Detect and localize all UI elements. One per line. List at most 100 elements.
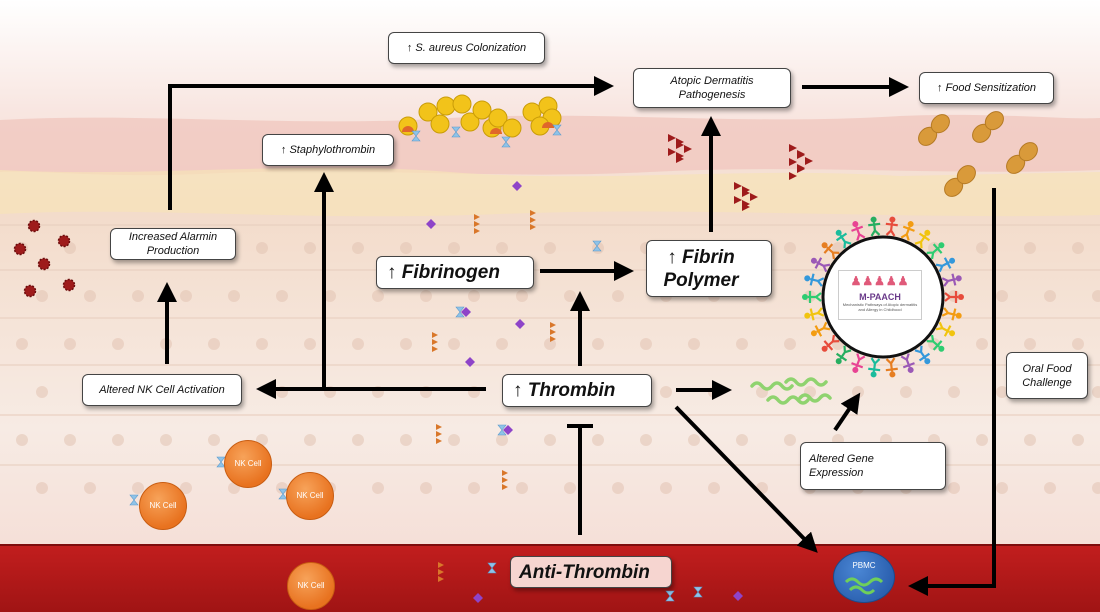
person-icon — [821, 242, 840, 260]
person-body — [926, 334, 943, 351]
cell-nucleus — [640, 434, 652, 446]
fibrinogen-icon — [474, 221, 480, 227]
peanut-shell — [984, 111, 1004, 131]
person-head — [870, 216, 877, 223]
alarmin-icon — [37, 257, 51, 271]
fibrinogen-icon — [432, 339, 438, 345]
cell-nucleus — [976, 242, 988, 254]
thrombin-label: ↑ Thrombin — [513, 380, 616, 401]
thrombin-icon — [487, 562, 497, 574]
cell-nucleus — [84, 482, 96, 494]
person-body — [944, 291, 958, 303]
thrombin-icon — [665, 590, 675, 602]
nk-cell-label: NK Cell — [149, 501, 177, 510]
antithrombin-icon — [465, 357, 475, 367]
cell-nucleus — [612, 482, 624, 494]
cell-nucleus — [324, 290, 336, 302]
fibrinogen-icon — [438, 569, 444, 575]
cell-nucleus — [1072, 338, 1084, 350]
thrombin-icon — [501, 136, 511, 148]
cell-nucleus — [736, 338, 748, 350]
fibrinogen-box: ↑ Fibrinogen — [376, 256, 534, 289]
cell-nucleus — [736, 434, 748, 446]
cell-nucleus — [208, 338, 220, 350]
cell-nucleus — [468, 290, 480, 302]
fibrinogen-icon — [550, 336, 556, 342]
fibrin-icon — [797, 164, 805, 172]
cell-nucleus — [276, 290, 288, 302]
alarmin-icon — [57, 234, 71, 248]
cell-nucleus — [304, 434, 316, 446]
person-icon — [885, 216, 898, 237]
staphylocoagulase-icon — [542, 122, 554, 128]
fibrin-icon — [668, 148, 676, 156]
pbmc-label: PBMC — [852, 561, 876, 570]
cell-nucleus — [996, 482, 1008, 494]
person-head — [924, 229, 931, 236]
fibrin-icon — [750, 193, 758, 201]
cell-nucleus — [1092, 482, 1100, 494]
logo-subtitle: Mechanistic Pathways of Atopic dermatiti… — [842, 302, 918, 312]
fibrinogen-icon — [436, 431, 442, 437]
cell-nucleus — [660, 482, 672, 494]
cell-nucleus — [132, 290, 144, 302]
cell-nucleus — [688, 338, 700, 350]
cell-nucleus — [900, 386, 912, 398]
cell-nucleus — [36, 290, 48, 302]
cell-nucleus — [784, 242, 796, 254]
cell-nucleus — [976, 434, 988, 446]
cell-nucleus — [784, 434, 796, 446]
person-head — [804, 275, 811, 282]
fibrin-icon — [742, 200, 750, 208]
thrombin-icon — [278, 488, 288, 500]
staphylothrombin-box: ↑ Staphylothrombin — [262, 134, 394, 166]
person-body — [809, 273, 825, 287]
atopic-dermatitis-box: Atopic Dermatitis Pathogenesis — [633, 68, 791, 108]
fibrinogen-icon — [502, 477, 508, 483]
alarmin-icon — [62, 278, 76, 292]
person-head — [810, 330, 817, 337]
staph-aureus-bacterium — [452, 94, 472, 114]
person-head — [889, 371, 896, 378]
fibrinogen-icon — [550, 322, 556, 328]
nk-cell-label: NK Cell — [297, 581, 325, 590]
person-head — [955, 275, 962, 282]
alarmin-icon — [27, 219, 41, 233]
cell-nucleus — [496, 434, 508, 446]
person-head — [907, 221, 914, 228]
cell-nucleus — [1024, 242, 1036, 254]
cell-nucleus — [640, 338, 652, 350]
person-head — [889, 216, 896, 223]
cell-nucleus — [352, 338, 364, 350]
cell-nucleus — [400, 338, 412, 350]
fibrinogen-icon — [438, 576, 444, 582]
fibrinogen-icon — [474, 214, 480, 220]
cell-nucleus — [64, 338, 76, 350]
antithrombin-icon — [503, 425, 513, 435]
cell-nucleus — [1092, 386, 1100, 398]
cell-nucleus — [660, 386, 672, 398]
fibrinogen-icon — [530, 224, 536, 230]
cell-nucleus — [420, 290, 432, 302]
cell-nucleus — [400, 434, 412, 446]
fibrin-polymer-label: ↑ Fibrin Polymer — [663, 246, 739, 291]
cell-nucleus — [496, 242, 508, 254]
thrombin-icon — [451, 126, 461, 138]
person-icon — [926, 242, 945, 260]
cell-nucleus — [112, 434, 124, 446]
staph-aureus-bacterium — [472, 100, 492, 120]
person-head — [938, 345, 945, 352]
cell-nucleus — [64, 434, 76, 446]
person-icon — [885, 357, 898, 378]
cell-nucleus — [352, 242, 364, 254]
person-body — [935, 257, 952, 273]
person-icon — [851, 353, 866, 373]
nk-cell: NK Cell — [286, 472, 334, 520]
cell-nucleus — [1024, 434, 1036, 446]
person-body — [914, 232, 931, 249]
person-head — [821, 242, 828, 249]
peanut-icon — [1006, 142, 1038, 174]
cell-nucleus — [592, 434, 604, 446]
person-head — [949, 257, 956, 264]
person-icon — [914, 345, 931, 365]
